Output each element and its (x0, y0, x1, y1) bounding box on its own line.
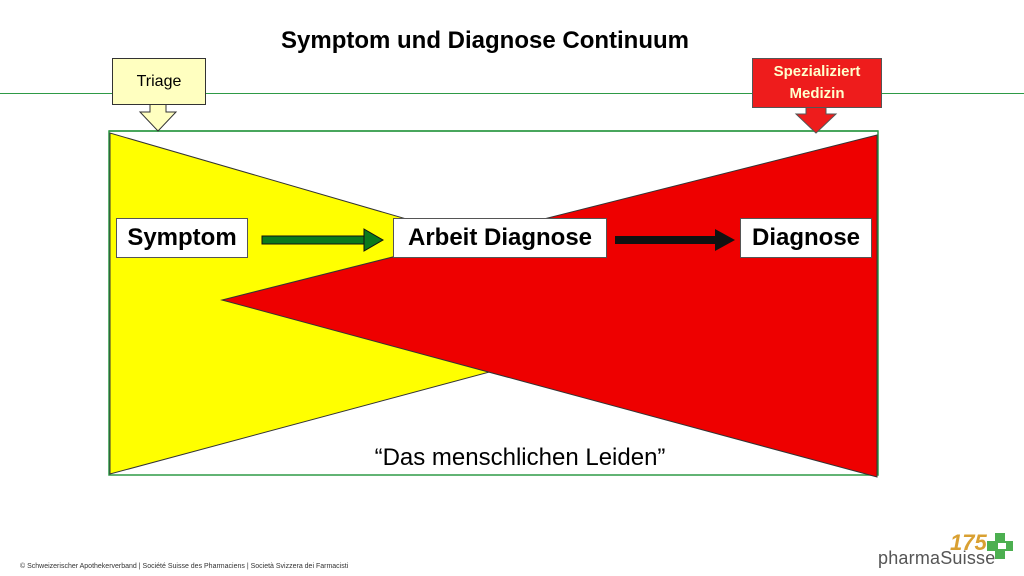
logo-anniversary-number: 175 (950, 530, 987, 555)
header-rule-middle (206, 93, 752, 94)
diagnosis-box: Diagnose (740, 218, 872, 258)
specialized-line-2: Medizin (789, 85, 845, 102)
logo-wordmark: pharmaSuisse (878, 548, 996, 568)
triage-pointer-arrow (138, 103, 178, 132)
header-rule-right (882, 93, 1024, 94)
pharma-cross-icon (987, 533, 1013, 559)
header-rule-left (0, 93, 112, 94)
work-diagnosis-box: Arbeit Diagnose (393, 218, 607, 258)
diagnosis-wedge (220, 134, 878, 478)
triage-box: Triage (112, 58, 206, 105)
green-right-arrow (261, 228, 384, 252)
page-title: Symptom und Diagnose Continuum (281, 27, 689, 54)
black-right-arrow (615, 229, 735, 251)
specialized-pointer-arrow (794, 106, 838, 134)
specialized-medicine-box: Spezializiert Medizin (752, 58, 882, 108)
suffering-caption: “Das menschlichen Leiden” (374, 444, 666, 471)
footer-copyright: © Schweizerischer Apothekerverband | Soc… (20, 563, 349, 570)
symptom-box: Symptom (116, 218, 248, 258)
specialized-line-1: Spezializiert (773, 63, 861, 80)
